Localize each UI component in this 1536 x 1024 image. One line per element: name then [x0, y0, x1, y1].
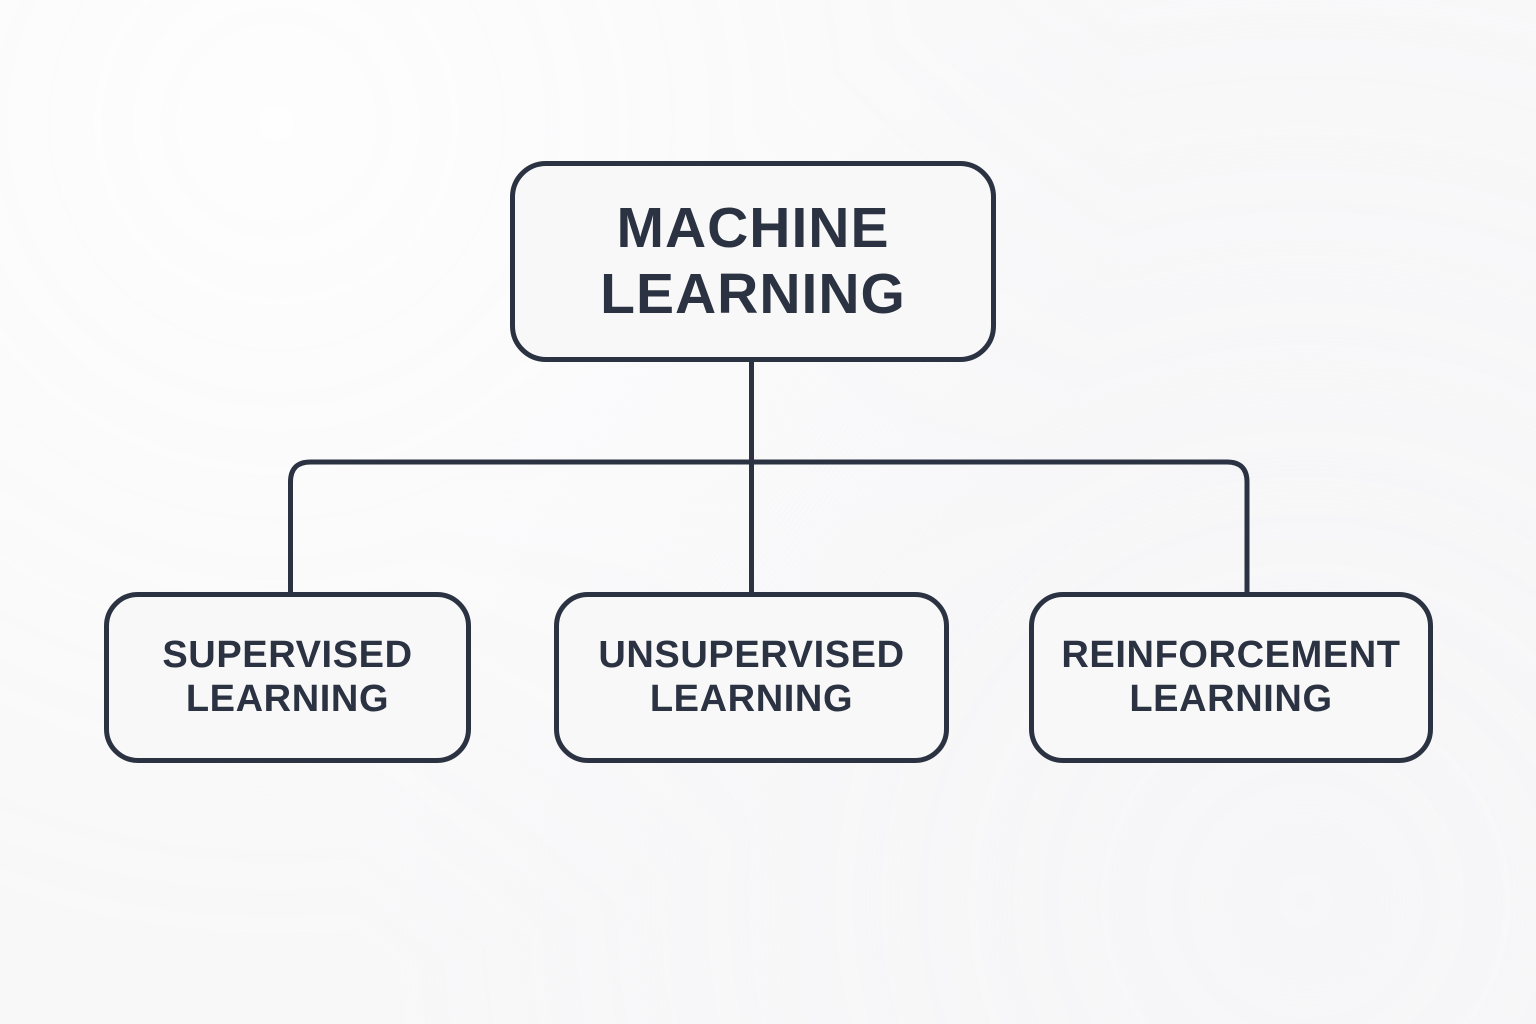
node-supervised-learning-label: SUPERVISED LEARNING	[162, 633, 413, 720]
node-reinforcement-learning[interactable]: REINFORCEMENT LEARNING	[1029, 592, 1433, 763]
node-machine-learning-label: MACHINE LEARNING	[600, 195, 906, 326]
node-unsupervised-learning-label: UNSUPERVISED LEARNING	[598, 633, 905, 720]
node-supervised-learning[interactable]: SUPERVISED LEARNING	[104, 592, 471, 763]
node-reinforcement-learning-label: REINFORCEMENT LEARNING	[1061, 633, 1401, 720]
node-unsupervised-learning[interactable]: UNSUPERVISED LEARNING	[554, 592, 949, 763]
node-machine-learning[interactable]: MACHINE LEARNING	[510, 161, 996, 362]
edge-bus-horizontal	[288, 459, 1250, 593]
